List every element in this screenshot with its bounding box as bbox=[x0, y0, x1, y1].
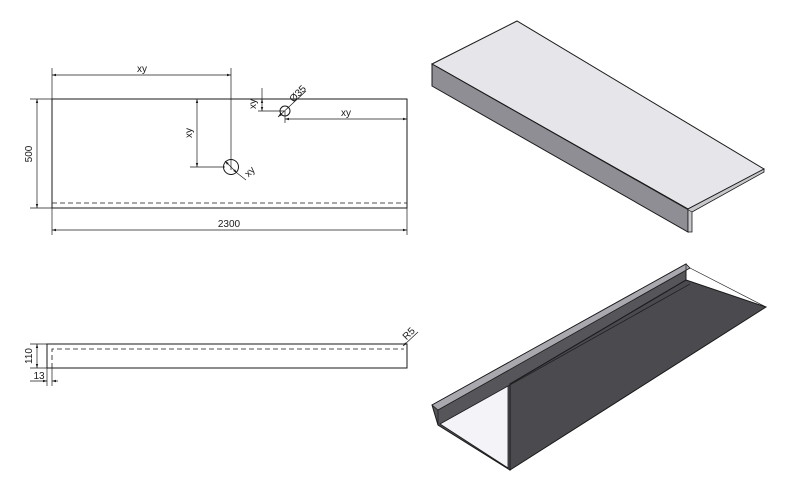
top-view-outline bbox=[51, 98, 408, 209]
small-hole-circle bbox=[279, 105, 291, 117]
iso-light-face bbox=[439, 385, 509, 469]
dim-depth: 500 bbox=[24, 145, 35, 162]
tap-hole-circle bbox=[223, 159, 239, 175]
dim-cutout-size: xy bbox=[243, 165, 258, 180]
top-view: xy xy xy xy Ø35 xy 500 2300 bbox=[24, 64, 408, 235]
dim-hole-x: xy bbox=[137, 64, 147, 75]
iso-under-face bbox=[509, 279, 768, 471]
front-view: 110 13 R5 bbox=[24, 326, 419, 386]
dim-line-bend-radius bbox=[402, 331, 419, 347]
dim-thickness: 13 bbox=[33, 371, 45, 382]
dim-height: 110 bbox=[24, 348, 35, 364]
isometric-top-view bbox=[430, 20, 766, 233]
dim-line-hole-diameter-small bbox=[224, 160, 238, 174]
dim-hole-edge-y: xy bbox=[248, 99, 259, 109]
isometric-bottom-view bbox=[431, 263, 768, 471]
front-view-outline bbox=[46, 343, 408, 369]
dim-line-hole-diameter bbox=[277, 90, 307, 118]
front-view-hidden-edge bbox=[51, 348, 404, 368]
dim-hole-y: xy bbox=[184, 128, 195, 138]
dim-length: 2300 bbox=[218, 219, 241, 230]
dim-hole-edge-x: xy bbox=[341, 108, 351, 119]
dim-hole-diameter: Ø35 bbox=[288, 83, 309, 104]
dim-bend-radius: R5 bbox=[401, 326, 418, 343]
